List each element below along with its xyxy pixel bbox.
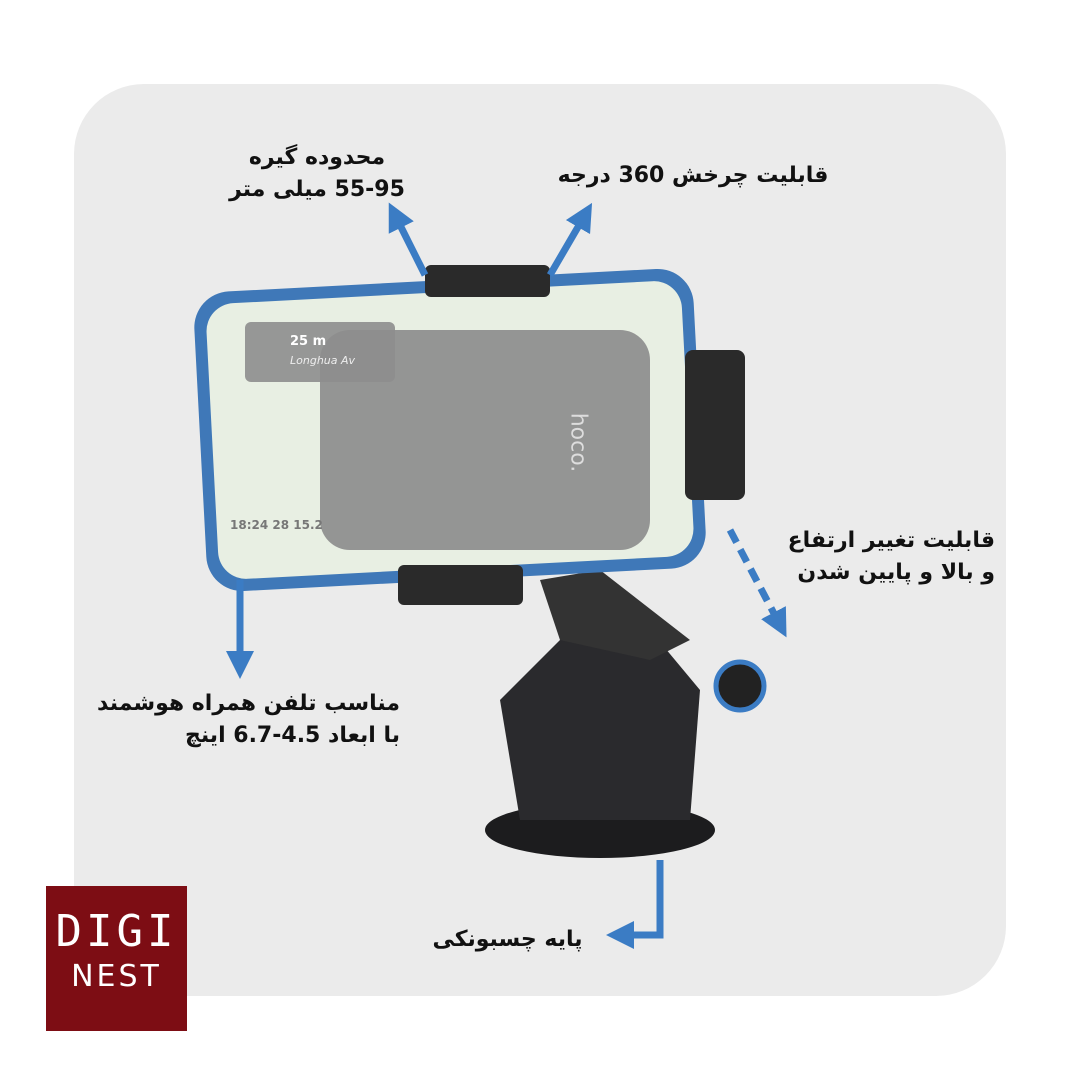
label-grip-range: محدوده گیره 55-95 میلی متر [222, 142, 412, 206]
nav-card [245, 322, 395, 382]
holder-pad [320, 330, 650, 550]
label-suction-base: پایه چسبونکی [432, 927, 583, 952]
label-line: محدوده گیره [248, 145, 386, 170]
nav-distance: 25 m [290, 334, 327, 349]
label-line: مناسب تلفن همراه هوشمند [97, 691, 400, 716]
nav-street: Longhua Av [290, 354, 356, 367]
label-phone-fit: مناسب تلفن همراه هوشمند با ابعاد 4.5-6.7 … [85, 688, 400, 752]
telescopic-arm [540, 570, 690, 660]
label-line: 55-95 میلی متر [229, 177, 405, 202]
label-height: قابلیت تغییر ارتفاع و بالا و پایین شدن [775, 525, 995, 589]
arrow-grip-range [388, 202, 429, 277]
brand-text: hoco. [565, 412, 591, 473]
arrow-height [726, 528, 787, 638]
top-clamp [425, 265, 550, 297]
nav-time: 18:24 [230, 518, 269, 532]
label-line: قابلیت تغییر ارتفاع [787, 528, 995, 553]
side-clamp [685, 350, 745, 500]
diginest-logo: DIGI NEST [46, 886, 187, 1031]
adjust-knob [713, 659, 767, 713]
stand-body [500, 630, 700, 820]
arrow-suction-base [606, 860, 664, 949]
nav-stats: 18:24 28 15.2 [230, 518, 323, 532]
nav-stat: 28 [272, 518, 290, 532]
label-line: و بالا و پایین شدن [797, 560, 995, 585]
label-line: با ابعاد 4.5-6.7 اینچ [184, 723, 400, 748]
nav-stat: 15.2 [293, 518, 323, 532]
logo-line1: DIGI [55, 906, 178, 957]
logo-line2: NEST [71, 959, 162, 994]
arrow-rotation [546, 202, 593, 277]
bottom-clamp [398, 565, 523, 605]
label-rotation: قابلیت چرخش 360 درجه [557, 163, 829, 188]
